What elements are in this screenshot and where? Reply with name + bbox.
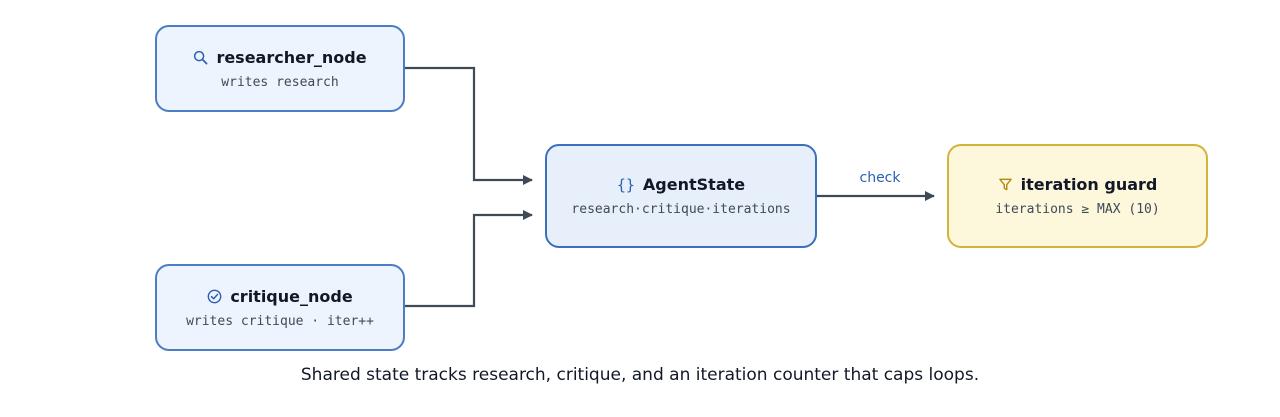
critique-node[interactable]: critique_node writes critique · iter++ xyxy=(155,264,405,351)
filter-icon xyxy=(998,177,1013,192)
agent-state-subtitle: research·critique·iterations xyxy=(571,202,791,217)
edge-critique-to-state xyxy=(405,210,533,308)
iteration-guard-node[interactable]: iteration guard iterations ≥ MAX (10) xyxy=(947,144,1208,248)
agent-state-title: AgentState xyxy=(642,175,746,194)
iteration-guard-subtitle: iterations ≥ MAX (10) xyxy=(995,202,1160,217)
check-circle-icon xyxy=(207,289,222,304)
agent-state-node[interactable]: {} AgentState research·critique·iteratio… xyxy=(545,144,817,248)
critique-node-subtitle: writes critique · iter++ xyxy=(186,313,374,329)
iteration-guard-title: iteration guard xyxy=(1020,175,1158,194)
edge-label-check: check xyxy=(859,170,901,186)
researcher-node-title: researcher_node xyxy=(216,47,367,67)
critique-node-title: critique_node xyxy=(230,286,353,306)
diagram-caption: Shared state tracks research, critique, … xyxy=(300,365,980,385)
magnifier-icon xyxy=(193,50,208,65)
braces-icon: {} xyxy=(616,175,635,194)
researcher-node[interactable]: researcher_node writes research xyxy=(155,25,405,112)
edge-researcher-to-state xyxy=(405,66,533,185)
researcher-node-subtitle: writes research xyxy=(221,74,339,90)
